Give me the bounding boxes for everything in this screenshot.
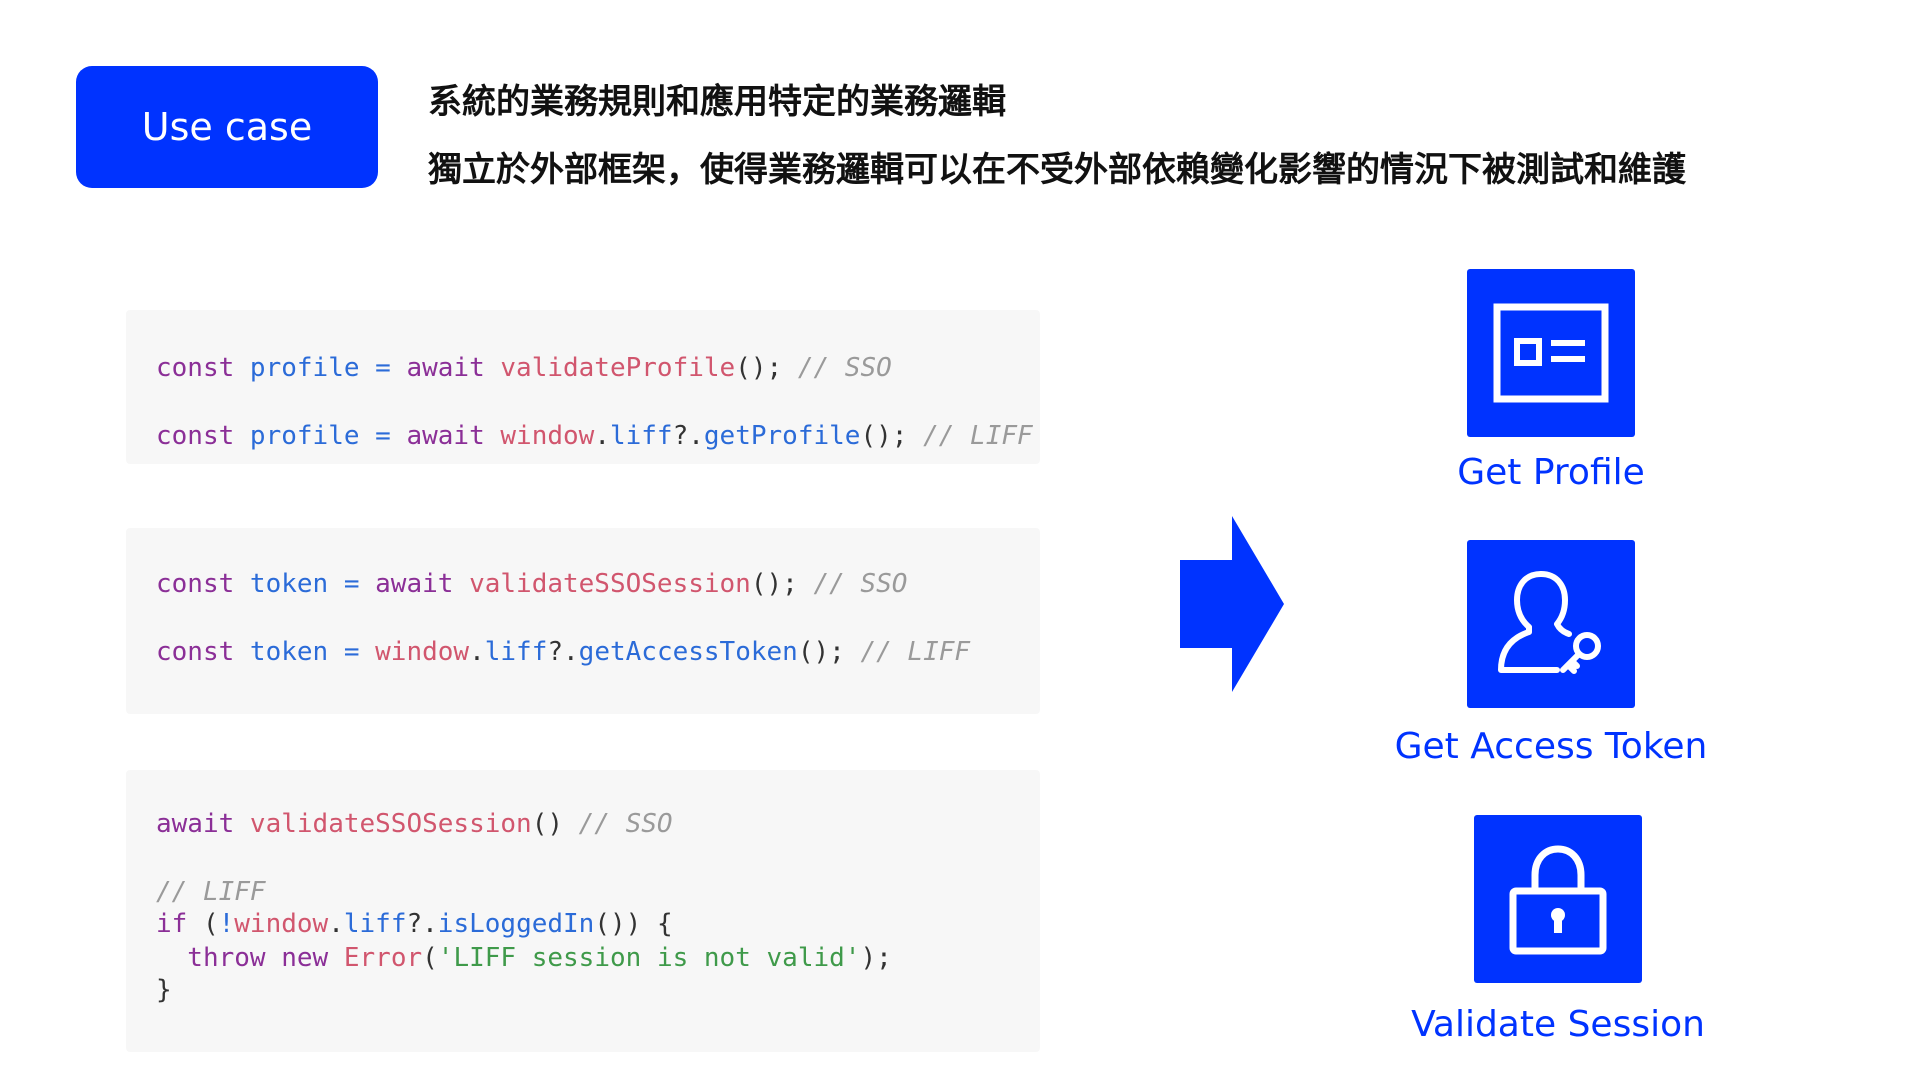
code-token: await <box>406 421 501 451</box>
code-token: await <box>375 569 470 599</box>
code-token: throw <box>156 943 282 973</box>
code-token: (); <box>797 637 861 667</box>
code-token: validateProfile <box>500 353 736 383</box>
code-token: ( <box>202 909 219 939</box>
lock-icon <box>1474 815 1642 983</box>
user-key-icon <box>1467 540 1635 708</box>
use-case-label-validate-session: Validate Session <box>1411 1004 1705 1045</box>
code-line: const profile = await validateProfile();… <box>156 352 892 384</box>
code-token: // SSO <box>578 809 673 839</box>
code-token: liff <box>343 909 407 939</box>
code-token: profile <box>249 421 376 451</box>
code-token: if <box>156 909 203 939</box>
use-case-badge-label: Use case <box>141 105 313 149</box>
code-line: throw new Error('LIFF session is not val… <box>156 942 892 974</box>
code-token: (); <box>750 569 814 599</box>
code-token: await <box>406 353 501 383</box>
code-token: const <box>156 421 250 451</box>
code-token: // SSO <box>813 569 908 599</box>
code-token: } <box>156 975 172 1005</box>
code-line: const token = await validateSSOSession()… <box>156 568 907 600</box>
code-line: if (!window.liff?.isLoggedIn()) { <box>156 908 673 940</box>
code-token: . <box>594 421 610 451</box>
code-token: ( <box>422 943 438 973</box>
code-token: ?. <box>547 637 579 667</box>
code-line: // LIFF <box>156 876 266 908</box>
code-token: Error <box>343 943 423 973</box>
code-block-token: const token = await validateSSOSession()… <box>126 528 1040 714</box>
code-token: // SSO <box>797 353 892 383</box>
code-token: const <box>156 569 250 599</box>
code-token: validateSSOSession <box>469 569 751 599</box>
code-token: validateSSOSession <box>249 809 532 839</box>
code-token: window <box>375 637 470 667</box>
code-token: ()) { <box>594 909 673 939</box>
code-line: const token = window.liff?.getAccessToke… <box>156 636 970 668</box>
code-token: ?. <box>406 909 438 939</box>
use-case-label-get-profile: Get Profile <box>1457 452 1645 493</box>
code-token: new <box>281 943 344 973</box>
code-token: token <box>249 637 344 667</box>
code-token: ); <box>860 943 892 973</box>
code-token: token <box>249 569 344 599</box>
code-token: const <box>156 637 250 667</box>
code-token: window <box>234 909 329 939</box>
code-token: = <box>343 569 376 599</box>
code-token: (); <box>860 421 924 451</box>
code-token: getProfile <box>703 421 861 451</box>
code-token: isLoggedIn <box>437 909 595 939</box>
right-arrow-icon <box>1180 516 1284 692</box>
code-line: const profile = await window.liff?.getPr… <box>156 420 1033 452</box>
code-token: liff <box>609 421 673 451</box>
code-token: 'LIFF session is not valid' <box>437 943 861 973</box>
code-block-profile: const profile = await validateProfile();… <box>126 310 1040 464</box>
code-token: = <box>375 421 407 451</box>
code-block-session: await validateSSOSession() // SSO // LIF… <box>126 770 1040 1052</box>
code-token: getAccessToken <box>578 637 798 667</box>
description-line-1: 系統的業務規則和應用特定的業務邏輯 <box>428 82 1006 122</box>
code-token: // LIFF <box>156 877 266 907</box>
use-case-label-get-access-token: Get Access Token <box>1394 726 1708 767</box>
code-token: await <box>156 809 250 839</box>
code-token: ! <box>218 909 235 939</box>
code-token: ?. <box>672 421 704 451</box>
code-token: // LIFF <box>860 637 971 667</box>
code-line: await validateSSOSession() // SSO <box>156 808 673 840</box>
code-token: . <box>469 637 485 667</box>
code-line: } <box>156 974 172 1006</box>
code-token: // LIFF <box>923 421 1033 451</box>
code-token: window <box>500 421 595 451</box>
code-token: () <box>531 809 579 839</box>
description-line-2: 獨立於外部框架，使得業務邏輯可以在不受外部依賴變化影響的情況下被測試和維護 <box>428 150 1686 190</box>
code-token: profile <box>249 353 376 383</box>
code-token: liff <box>484 637 548 667</box>
code-token: . <box>328 909 344 939</box>
code-token: = <box>343 637 376 667</box>
code-token: (); <box>735 353 798 383</box>
use-case-badge: Use case <box>76 66 378 188</box>
code-token: = <box>375 353 407 383</box>
code-token: const <box>156 353 250 383</box>
id-card-icon <box>1467 269 1635 437</box>
